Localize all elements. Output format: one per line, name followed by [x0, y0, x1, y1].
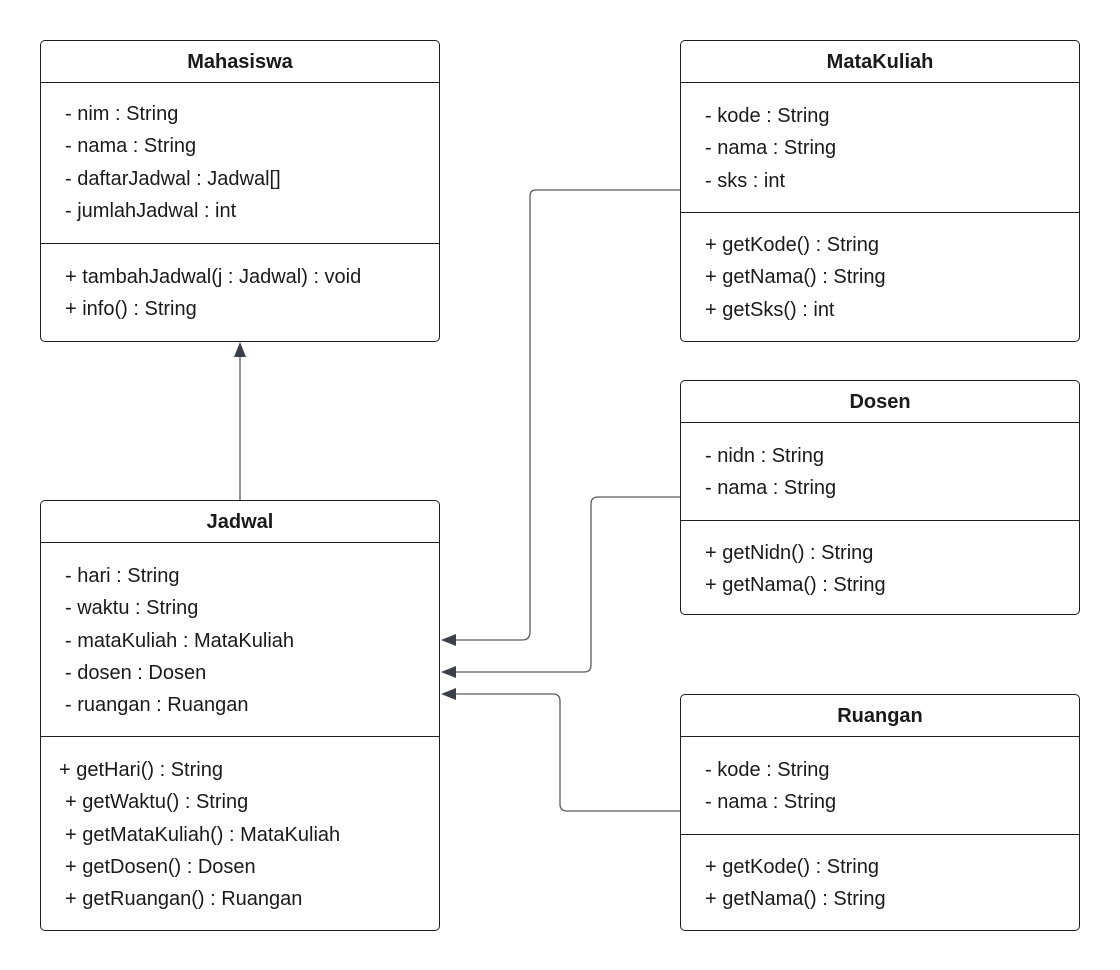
class-mahasiswa[interactable]: Mahasiswa - nim : String - nama : String…: [40, 40, 440, 342]
attribute: - sks : int: [705, 169, 786, 192]
method: + getHari() : String: [59, 759, 223, 781]
class-jadwal[interactable]: Jadwal - hari : String - waktu : String …: [40, 500, 440, 931]
method: + getKode() : String: [705, 234, 879, 256]
attributes-section: - hari : String - waktu : String - mataK…: [41, 543, 439, 737]
class-name: Jadwal: [41, 501, 439, 543]
method: + getRuangan() : Ruangan: [65, 888, 303, 911]
attribute: - nidn : String: [705, 445, 824, 467]
method: + getNama() : String: [705, 574, 886, 597]
attribute: - mataKuliah : MataKuliah: [65, 629, 295, 652]
attribute: - nama : String: [65, 135, 197, 158]
class-name: Dosen: [681, 381, 1079, 423]
class-matakuliah[interactable]: MataKuliah - kode : String - nama : Stri…: [680, 40, 1080, 342]
class-name: Mahasiswa: [41, 41, 439, 83]
method: + getDosen() : Dosen: [65, 855, 256, 878]
class-ruangan[interactable]: Ruangan - kode : String - nama : String …: [680, 694, 1080, 931]
method: + getKode() : String: [705, 856, 879, 878]
arrowhead-matakuliah-to-jadwal: [441, 634, 456, 646]
attributes-section: - kode : String - nama : String - sks : …: [681, 83, 1079, 213]
method: + getNama() : String: [705, 266, 886, 289]
methods-section: + tambahJadwal(j : Jadwal) : void + info…: [41, 244, 439, 326]
connector-dosen-to-jadwal[interactable]: [456, 496, 680, 673]
class-name: Ruangan: [681, 695, 1079, 737]
attribute: - jumlahJadwal : int: [65, 199, 237, 222]
connector-matakuliah-to-jadwal[interactable]: [456, 189, 680, 641]
attribute: - daftarJadwal : Jadwal[]: [65, 167, 281, 190]
method: + getSks() : int: [705, 298, 835, 321]
arrowhead-dosen-to-jadwal: [441, 666, 456, 678]
attribute: - ruangan : Ruangan: [65, 694, 249, 717]
methods-section: + getNidn() : String + getNama() : Strin…: [681, 521, 1079, 602]
method: + getNama() : String: [705, 888, 886, 911]
arrowhead-ruangan-to-jadwal: [441, 688, 456, 700]
method: + tambahJadwal(j : Jadwal) : void: [65, 266, 362, 288]
methods-section: + getHari() : String + getWaktu() : Stri…: [41, 737, 439, 915]
attribute: - dosen : Dosen: [65, 661, 207, 684]
attribute: - nim : String: [65, 103, 179, 125]
attribute: - kode : String: [705, 759, 830, 781]
method: + getNidn() : String: [705, 542, 874, 564]
attribute: - nama : String: [705, 137, 837, 160]
attributes-section: - kode : String - nama : String: [681, 737, 1079, 835]
connector-ruangan-to-jadwal[interactable]: [456, 693, 680, 812]
attribute: - hari : String: [65, 565, 180, 587]
method: + getWaktu() : String: [65, 791, 249, 814]
method: + info() : String: [65, 298, 197, 321]
attribute: - nama : String: [705, 791, 837, 814]
attributes-section: - nidn : String - nama : String: [681, 423, 1079, 521]
attribute: - waktu : String: [65, 597, 199, 620]
methods-section: + getKode() : String + getNama() : Strin…: [681, 835, 1079, 916]
method: + getMataKuliah() : MataKuliah: [65, 823, 341, 846]
methods-section: + getKode() : String + getNama() : Strin…: [681, 213, 1079, 326]
attributes-section: - nim : String - nama : String - daftarJ…: [41, 83, 439, 244]
class-dosen[interactable]: Dosen - nidn : String - nama : String + …: [680, 380, 1080, 615]
attribute: - nama : String: [705, 477, 837, 500]
class-name: MataKuliah: [681, 41, 1079, 83]
arrowhead-mahasiswa: [234, 342, 246, 357]
attribute: - kode : String: [705, 105, 830, 127]
